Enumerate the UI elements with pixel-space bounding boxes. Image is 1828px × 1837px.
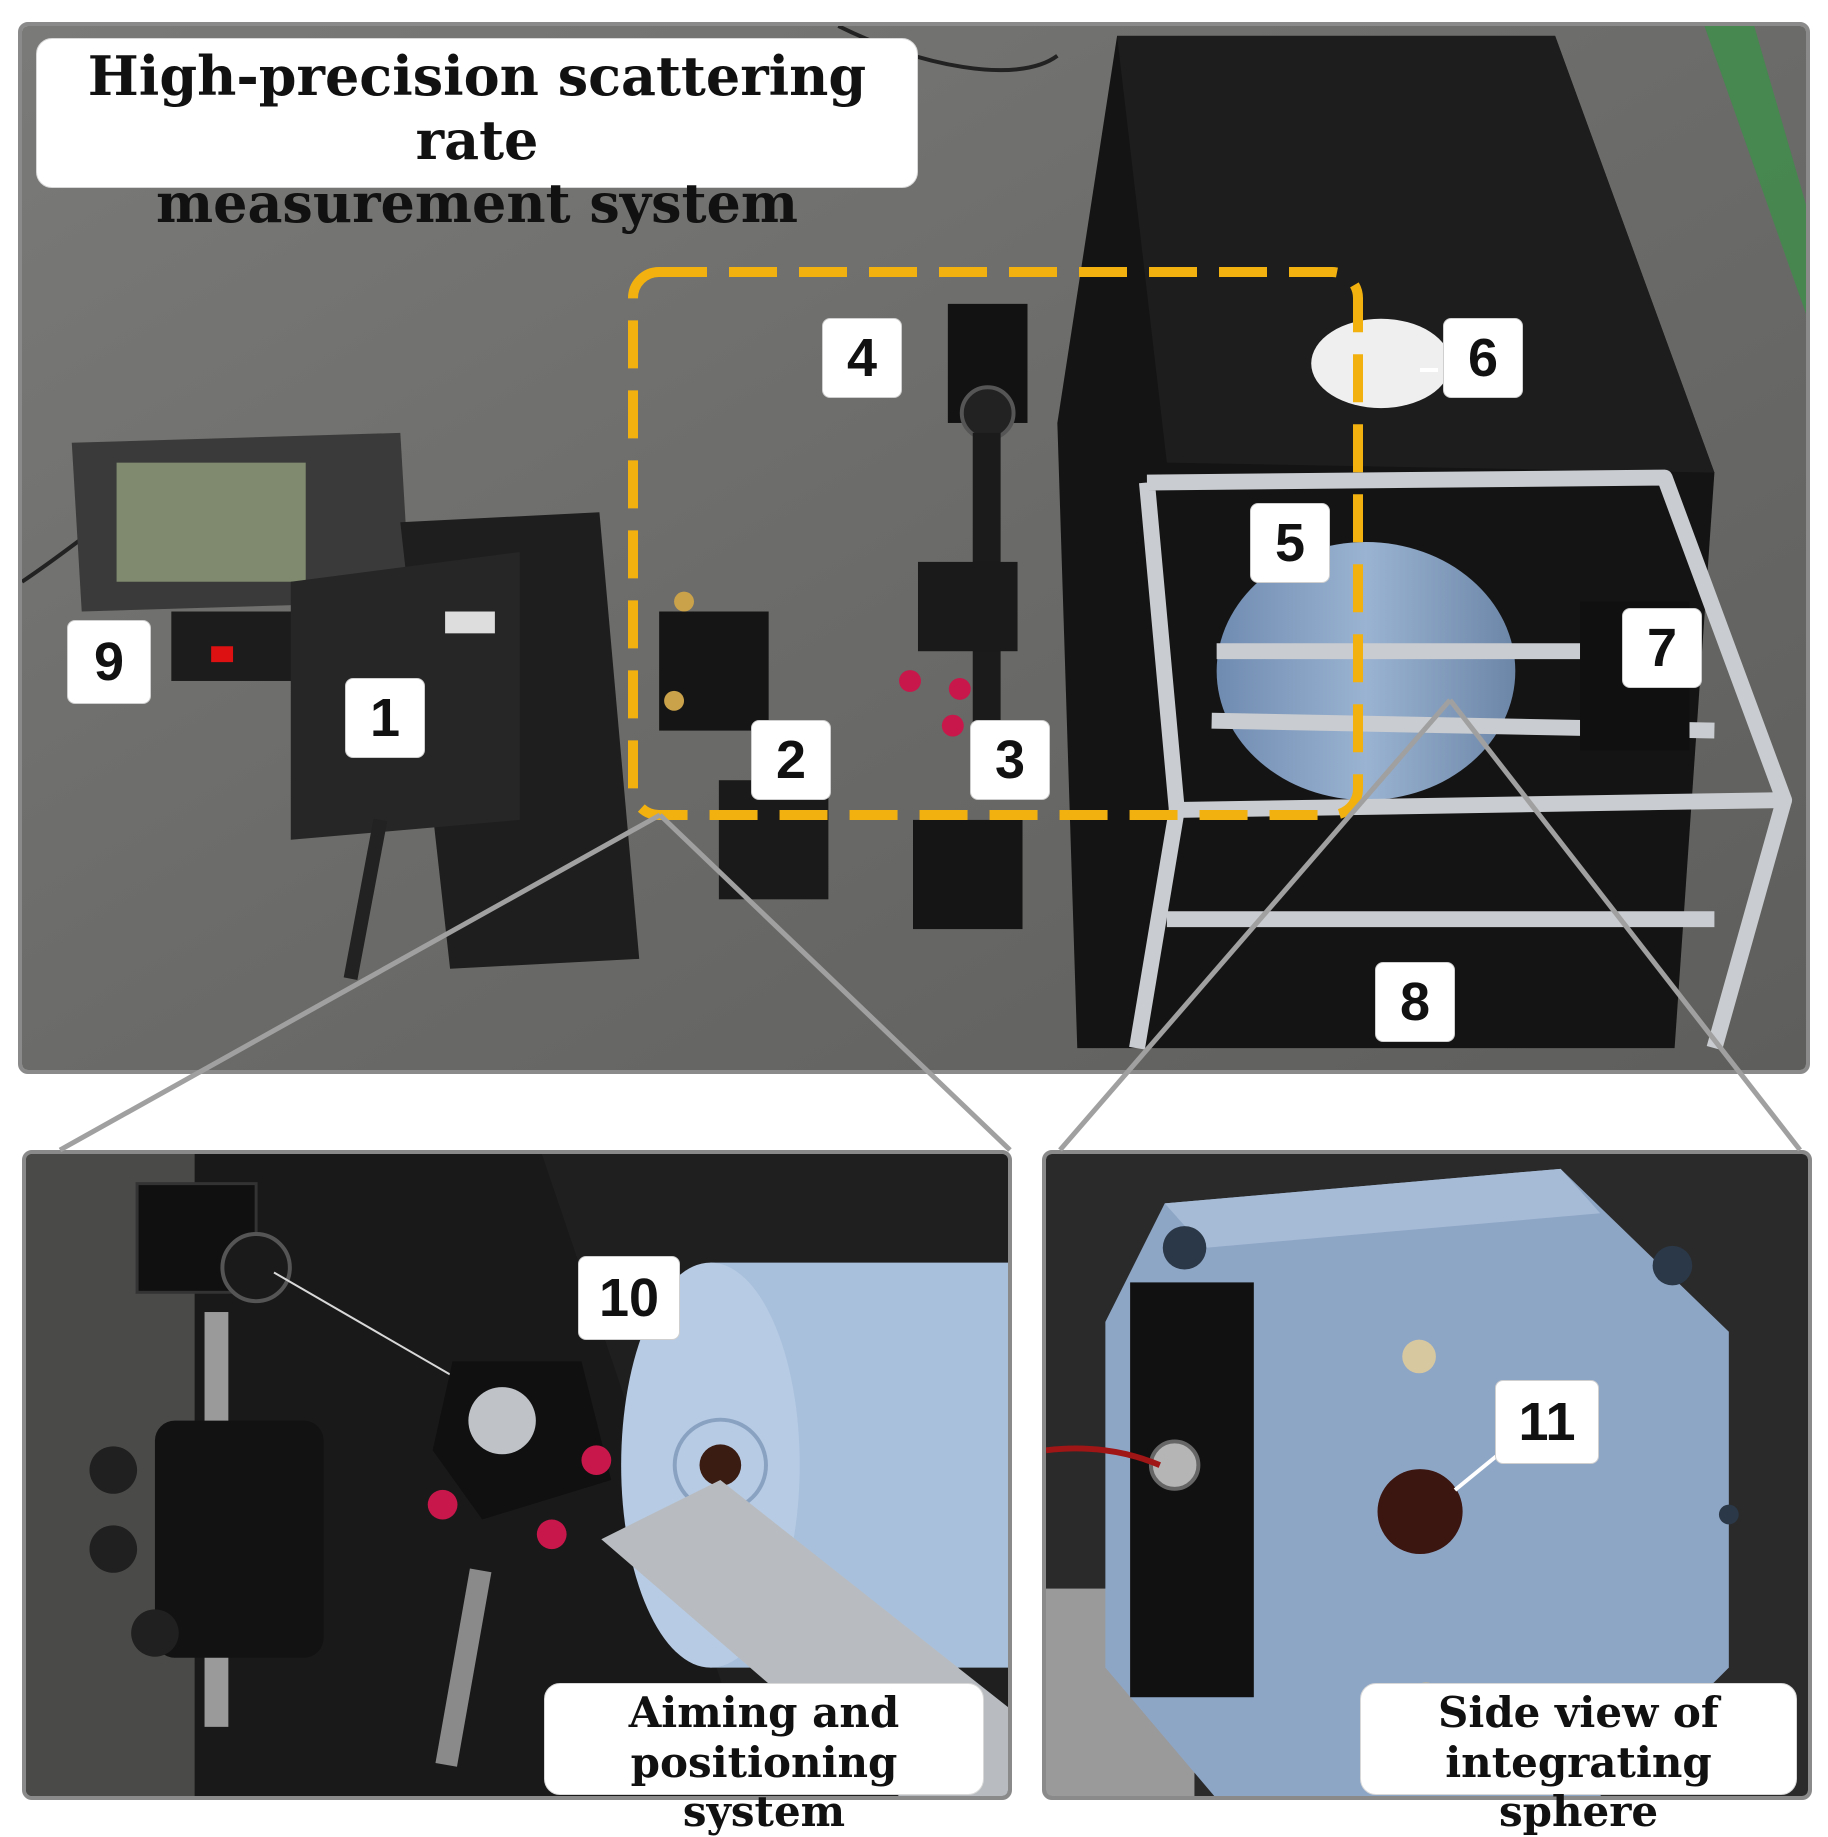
label-7: 7 [1622, 608, 1702, 688]
aiming-caption-line-2: positioning system [630, 1737, 898, 1837]
label-8: 8 [1375, 962, 1455, 1042]
aiming-caption-line-1: Aiming and [628, 1688, 900, 1737]
label-5: 5 [1250, 503, 1330, 583]
side-view-zoom-panel [1042, 1150, 1812, 1800]
label-2: 2 [751, 720, 831, 800]
label-9: 9 [67, 620, 151, 704]
label-10: 10 [578, 1256, 680, 1340]
label-1: 1 [345, 678, 425, 758]
figure-title-box: High-precision scattering rate measureme… [36, 38, 918, 235]
aiming-caption-box: Aiming and positioning system [544, 1683, 984, 1836]
side-view-photo [1046, 1154, 1808, 1796]
label-11: 11 [1495, 1380, 1599, 1464]
side-view-caption-box: Side view of integrating sphere [1360, 1683, 1797, 1836]
figure-title-line-1: High-precision scattering rate [87, 44, 867, 172]
label-4: 4 [822, 318, 902, 398]
label-6: 6 [1443, 318, 1523, 398]
label-3: 3 [970, 720, 1050, 800]
figure-title-line-2: measurement system [155, 171, 799, 236]
side-view-caption-line-1: Side view of [1438, 1688, 1719, 1737]
side-view-caption-line-2: integrating sphere [1445, 1737, 1712, 1837]
